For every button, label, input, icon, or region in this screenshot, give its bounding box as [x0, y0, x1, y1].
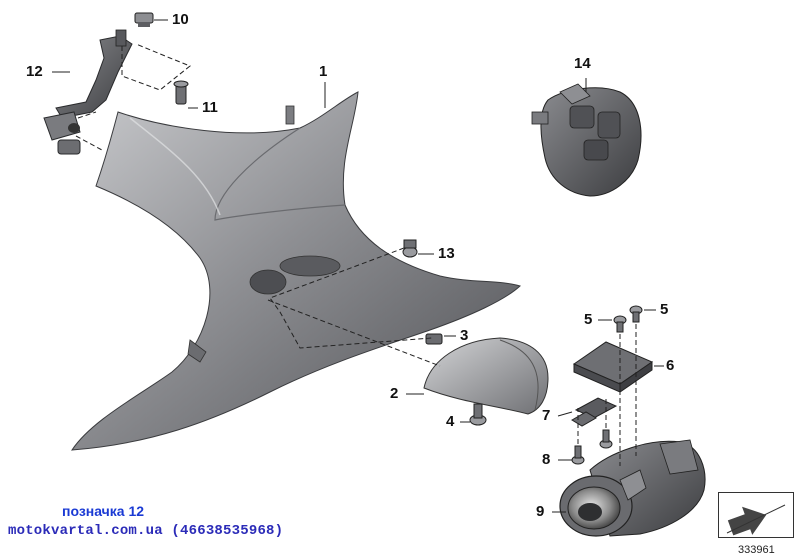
screw-5a [613, 315, 627, 333]
bolt-11 [173, 80, 189, 105]
callout-4: 4 [446, 413, 455, 430]
mounting-plate-6 [572, 341, 654, 393]
caption-label: позначка 12 [62, 503, 145, 519]
callout-7: 7 [542, 407, 551, 424]
cover-2 [423, 337, 549, 415]
screw-5b [629, 305, 643, 323]
clip-3 [425, 333, 443, 345]
mounting-bracket [43, 29, 133, 155]
callout-11: 11 [202, 99, 218, 116]
arrow-icon [726, 504, 786, 536]
watermark-text: motokvartal.com.ua (46638535968) [8, 523, 284, 539]
callout-3: 3 [460, 327, 469, 344]
assembly-lines [75, 43, 637, 466]
callout-5b: 5 [660, 301, 669, 318]
fairing-panel [71, 91, 521, 451]
bracket-7 [571, 397, 618, 427]
callout-5a: 5 [584, 311, 593, 328]
handlebar-switch [531, 83, 642, 197]
callout-12: 12 [26, 63, 43, 80]
reference-code: 333961 [738, 544, 775, 556]
callout-10: 10 [172, 11, 189, 28]
screw-4 [469, 403, 487, 426]
callout-8: 8 [542, 451, 551, 468]
screw-13 [402, 239, 418, 258]
callout-9: 9 [536, 503, 545, 520]
clip-nut [134, 12, 154, 27]
leader-lines [52, 19, 664, 513]
callout-2: 2 [390, 385, 399, 402]
callout-1: 1 [319, 63, 328, 80]
reference-box [718, 492, 794, 538]
callout-14: 14 [574, 55, 591, 72]
callout-6: 6 [666, 357, 675, 374]
auxiliary-light [559, 439, 706, 537]
callout-13: 13 [438, 245, 455, 262]
